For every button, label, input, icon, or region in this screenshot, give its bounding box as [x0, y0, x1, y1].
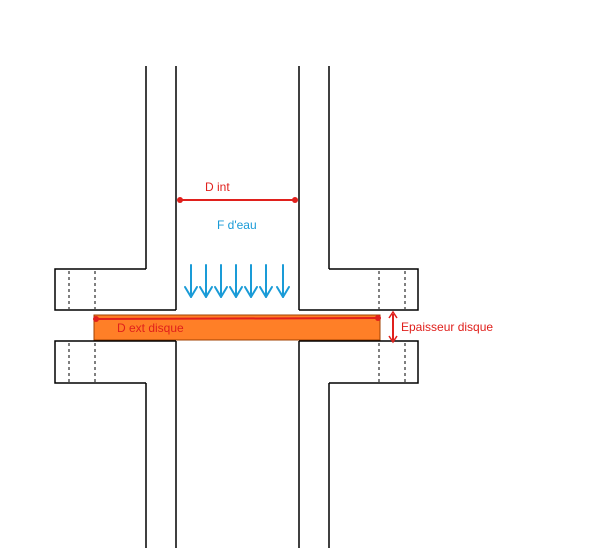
d-ext-endpoint-left	[93, 316, 99, 322]
down-arrow-icon	[184, 264, 198, 298]
upper-flange	[54, 268, 419, 311]
down-arrow-icon	[229, 264, 243, 298]
upper-flange-left	[54, 268, 176, 311]
down-arrow-icon	[244, 264, 258, 298]
down-arrow-icon	[199, 264, 213, 298]
lower-flange-right	[299, 340, 419, 384]
down-arrow-icon	[276, 264, 290, 298]
lower-pipe	[145, 341, 330, 548]
d-int-dimension: D int	[177, 180, 298, 203]
d-ext-disque-dimension: D ext disque	[93, 315, 381, 335]
d-ext-disque-label: D ext disque	[117, 321, 184, 335]
lower-flange	[54, 340, 419, 384]
down-arrow-icon	[214, 264, 228, 298]
d-int-endpoint-left	[177, 197, 183, 203]
d-ext-endpoint-right	[375, 315, 381, 321]
arrow-up-icon	[388, 310, 398, 319]
epaisseur-disque-label: Epaisseur disque	[401, 320, 493, 334]
upper-pipe	[145, 66, 330, 310]
upper-flange-right	[299, 268, 419, 311]
f-eau-label: F d'eau	[217, 218, 257, 232]
water-force-arrows	[184, 264, 290, 298]
d-ext-disque-line	[95, 317, 379, 320]
d-int-label: D int	[205, 180, 230, 194]
lower-flange-left	[54, 340, 176, 384]
down-arrow-icon	[259, 264, 273, 298]
arrow-down-icon	[388, 335, 398, 344]
d-int-endpoint-right	[292, 197, 298, 203]
epaisseur-dimension: Epaisseur disque	[388, 310, 493, 344]
